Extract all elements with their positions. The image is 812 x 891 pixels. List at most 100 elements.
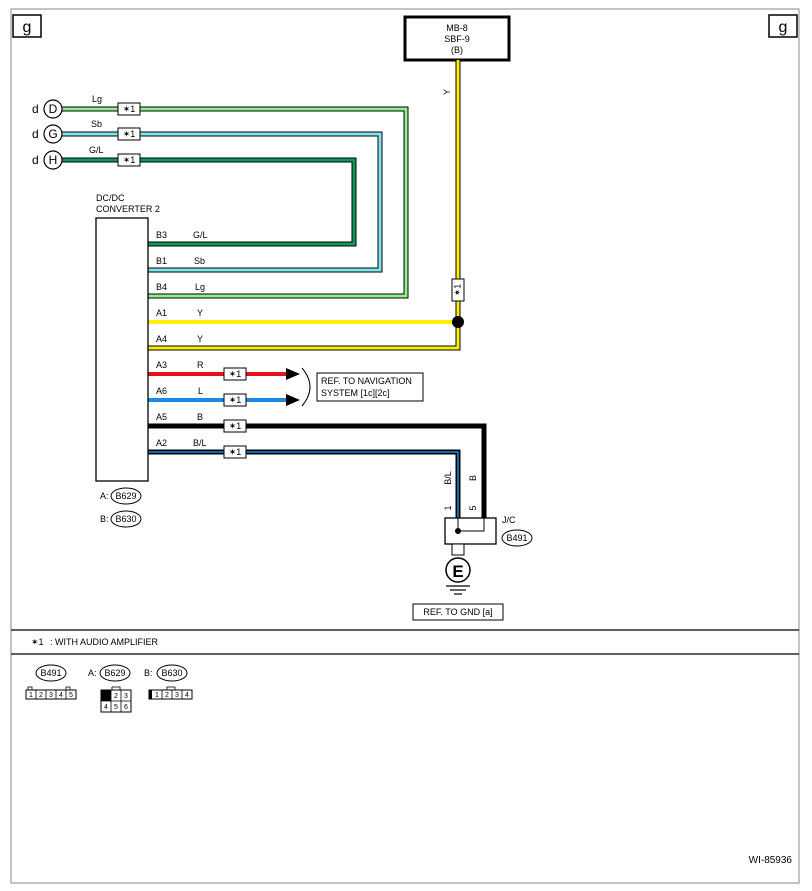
pin-wire-label: B bbox=[197, 412, 203, 422]
pin-number: 5 bbox=[114, 704, 118, 711]
pin-number: 2 bbox=[114, 693, 118, 700]
connector-d-d: d D bbox=[32, 99, 63, 119]
pin-label: A1 bbox=[156, 308, 167, 318]
pin-number: 3 bbox=[175, 692, 179, 699]
connector-ref-b629 bbox=[110, 487, 142, 505]
option-box: ✶1 bbox=[451, 278, 465, 302]
pin-number: 4 bbox=[185, 692, 189, 699]
option-box-label: ✶1 bbox=[229, 421, 242, 431]
pin-wire-label: Y bbox=[197, 334, 203, 344]
nav-ref-box bbox=[316, 372, 424, 402]
option-box: ✶1 bbox=[223, 419, 247, 433]
pin-label: A2 bbox=[156, 438, 167, 448]
legend-b630-code: B630 bbox=[161, 668, 182, 678]
wire-y-fuse-color bbox=[148, 60, 460, 350]
page-frame bbox=[10, 8, 800, 884]
option-box: ✶1 bbox=[117, 153, 141, 167]
pin-label: A5 bbox=[156, 412, 167, 422]
wire-bl bbox=[148, 449, 461, 531]
converter-connector-b-prefix: B: bbox=[100, 514, 109, 524]
ground-symbol bbox=[445, 557, 471, 583]
pin-wire-label: B/L bbox=[193, 438, 207, 448]
pin-wire-label: Sb bbox=[194, 256, 205, 266]
gnd-ref-box bbox=[412, 603, 504, 621]
pin-number: 6 bbox=[124, 704, 128, 711]
converter-connector-a-prefix: A: bbox=[100, 491, 109, 501]
option-box: ✶1 bbox=[223, 393, 247, 407]
pin-number: 1 bbox=[155, 692, 159, 699]
legend-b630: B: B630 1 2 3 4 bbox=[144, 664, 193, 700]
nav-ref-line2: SYSTEM [1c][2c] bbox=[321, 388, 390, 398]
page-mark-left-text: g bbox=[23, 19, 32, 36]
connector-face-b630: 1 2 3 4 bbox=[148, 686, 193, 700]
pin-number: 1 bbox=[29, 692, 33, 699]
option-box-label: ✶1 bbox=[229, 369, 242, 379]
pin-label: B3 bbox=[156, 230, 167, 240]
connector-ref-b630-text: B630 bbox=[115, 514, 136, 524]
option-box: ✶1 bbox=[117, 127, 141, 141]
pin-label: A6 bbox=[156, 386, 167, 396]
pin-label: B4 bbox=[156, 282, 167, 292]
page-mark-right-text: g bbox=[779, 19, 788, 36]
option-box-label: ✶1 bbox=[452, 284, 462, 297]
wire-bl-color bbox=[148, 451, 459, 531]
fuse-wire-label: Y bbox=[442, 89, 452, 95]
jc-junction bbox=[455, 528, 461, 534]
jc-wire-left-label: B/L bbox=[443, 471, 453, 485]
option-box-label: ✶1 bbox=[123, 155, 136, 165]
legend-b629-code: B629 bbox=[104, 668, 125, 678]
wire-y-fuse bbox=[148, 60, 461, 351]
connector-d-h: d H bbox=[32, 150, 63, 170]
pin-label: A4 bbox=[156, 334, 167, 344]
pin-number: 3 bbox=[49, 692, 53, 699]
connector-ref-b491 bbox=[501, 529, 533, 547]
jc-wire-right-label: B bbox=[468, 475, 478, 481]
page-mark-right: g bbox=[768, 14, 798, 38]
connector-face-b491: 1 2 3 4 5 bbox=[25, 686, 77, 700]
nav-bracket bbox=[301, 367, 311, 407]
wire-sb-color bbox=[62, 132, 382, 272]
gnd-ref-text: REF. TO GND [a] bbox=[423, 607, 492, 617]
nav-ref-line1: REF. TO NAVIGATION bbox=[321, 376, 412, 386]
legend-b629-prefix: A: bbox=[88, 668, 97, 678]
pin-number: 3 bbox=[124, 693, 128, 700]
connector-prefix: d bbox=[32, 153, 39, 167]
wire-label-sb: Sb bbox=[91, 119, 102, 129]
connector-d-g: d G bbox=[32, 124, 63, 144]
pin-wire-label: R bbox=[197, 360, 204, 370]
option-box-label: ✶1 bbox=[123, 104, 136, 114]
jc-pin-left: 1 bbox=[443, 505, 453, 510]
legend-b491: B491 1 2 3 4 5 bbox=[25, 664, 77, 700]
option-box-label: ✶1 bbox=[123, 129, 136, 139]
fuse-box-line2: SBF-9 bbox=[444, 34, 470, 44]
option-box: ✶1 bbox=[223, 367, 247, 381]
connector-letter: D bbox=[49, 102, 58, 116]
converter-title-2: CONVERTER 2 bbox=[96, 204, 160, 214]
option-box: ✶1 bbox=[117, 102, 141, 116]
ground-symbol-letter: E bbox=[452, 562, 463, 581]
jc-internal-link bbox=[457, 518, 485, 532]
pin-wire-label: G/L bbox=[193, 230, 208, 240]
diagram-id: WI-85936 bbox=[749, 855, 793, 866]
footnote-mark: ✶1 bbox=[31, 637, 44, 647]
wire-label-lg: Lg bbox=[92, 94, 102, 104]
pin-number: 2 bbox=[165, 692, 169, 699]
pin-number: 4 bbox=[104, 704, 108, 711]
connector-ref-b629-text: B629 bbox=[115, 491, 136, 501]
page-mark-left: g bbox=[12, 14, 42, 38]
pin-number: 2 bbox=[39, 692, 43, 699]
connector-letter: H bbox=[49, 153, 58, 167]
pin-wire-label: L bbox=[198, 386, 203, 396]
fuse-box: MB-8 SBF-9 (B) bbox=[403, 15, 511, 62]
jc-label: J/C bbox=[502, 515, 516, 525]
connector-prefix: d bbox=[32, 127, 39, 141]
fuse-box-line1: MB-8 bbox=[446, 23, 468, 33]
legend-b491-code: B491 bbox=[40, 668, 61, 678]
converter-title-1: DC/DC bbox=[96, 193, 125, 203]
connector-ref-b630 bbox=[110, 510, 142, 528]
legend-b630-prefix: B: bbox=[144, 668, 153, 678]
splice-point bbox=[452, 316, 464, 328]
fuse-box-line3: (B) bbox=[451, 45, 463, 55]
converter-pins: B3 G/L B1 Sb B4 Lg A1 Y A4 Y A3 R A6 L A… bbox=[156, 230, 208, 448]
